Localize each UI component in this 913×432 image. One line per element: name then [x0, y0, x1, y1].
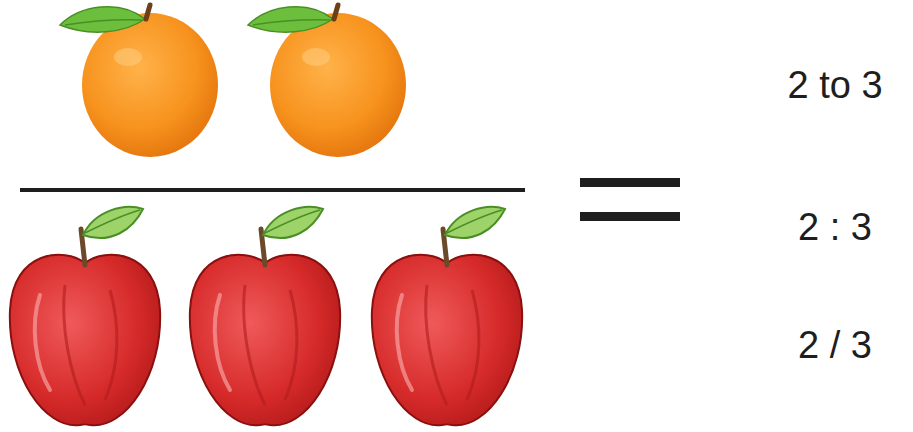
ratio-label: 2 to 3: [760, 63, 910, 107]
ratio-label: 2 / 3: [760, 323, 910, 367]
ratio-label: 2 : 3: [760, 205, 910, 249]
